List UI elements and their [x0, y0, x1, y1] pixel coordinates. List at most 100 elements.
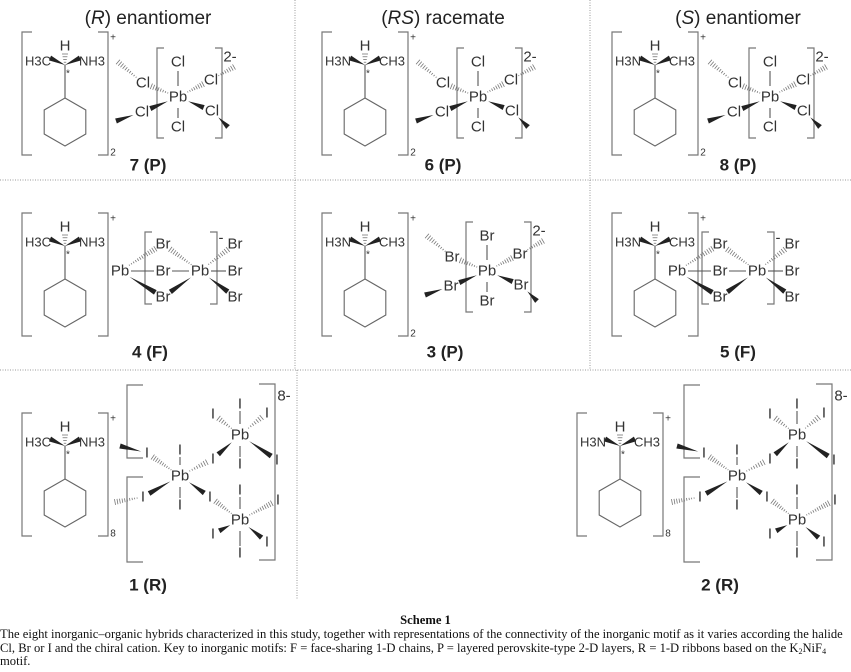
- cation-charge: +: [700, 33, 706, 44]
- wedge-bond: [603, 436, 620, 446]
- hash-bond-mark: [428, 70, 432, 74]
- wedge-bond: [765, 277, 787, 294]
- hash-bond-mark: [501, 81, 505, 87]
- hash-bond-mark: [816, 414, 821, 421]
- hash-bond-mark: [473, 264, 476, 267]
- hash-bond-mark: [722, 465, 725, 469]
- column-header-part: (: [675, 8, 682, 29]
- cation-left-group: H3C: [25, 235, 51, 250]
- hash-bond-mark: [225, 423, 229, 427]
- hash-bond-mark: [249, 514, 251, 516]
- formula-sub-4: 4: [822, 646, 827, 656]
- halide-label: I: [211, 526, 215, 543]
- halide-label: Cl: [135, 104, 149, 121]
- bracket-left: [321, 212, 332, 337]
- hash-bond-mark: [812, 73, 814, 76]
- hash-bond-mark: [693, 258, 697, 262]
- hash-bond-mark: [217, 254, 221, 258]
- hash-bond-mark: [259, 414, 264, 421]
- metal-label: Pb: [748, 263, 766, 280]
- hash-bond-mark: [201, 81, 205, 87]
- compound-label: 4 (F): [132, 343, 168, 362]
- halide-label: I: [795, 456, 799, 473]
- halide-label: I: [141, 489, 145, 506]
- hash-bond-mark: [755, 464, 758, 468]
- halide-label: I: [833, 492, 837, 509]
- halide-label: I: [832, 452, 836, 469]
- hash-bond-mark: [725, 246, 730, 252]
- cation-right-group: NH3: [79, 54, 105, 69]
- formula-nif: NiF: [802, 640, 823, 655]
- hash-bond-mark: [251, 512, 253, 515]
- stereocenter-star: *: [66, 450, 70, 461]
- wedge-bond: [527, 291, 539, 303]
- hash-bond-mark: [415, 59, 421, 65]
- halide-label: Cl: [204, 72, 218, 89]
- column-header-part: S: [681, 8, 694, 29]
- wedge-bond: [119, 443, 142, 452]
- wedge-bond: [365, 55, 382, 65]
- compound-label: 6 (P): [425, 156, 462, 175]
- cation-right-group: NH3: [79, 435, 105, 450]
- hash-bond-mark: [466, 261, 469, 266]
- hash-bond-mark: [132, 261, 135, 264]
- hash-bond-mark: [687, 262, 690, 265]
- wedge-bond: [655, 55, 672, 65]
- hash-bond-mark: [742, 260, 745, 263]
- bracket-right: [816, 383, 833, 561]
- halide-label: I: [208, 489, 212, 506]
- hash-bond-mark: [143, 253, 146, 258]
- hash-bond-mark: [714, 65, 718, 70]
- hash-bond-mark: [211, 259, 214, 263]
- hash-bond-mark: [195, 465, 199, 469]
- hydrogen-label: H: [650, 38, 661, 55]
- compound-label: 7 (P): [130, 156, 167, 175]
- hash-bond-mark: [759, 460, 763, 467]
- hash-bond-mark: [221, 250, 226, 255]
- hash-bond-mark: [808, 512, 810, 515]
- wedge-bond: [65, 436, 82, 446]
- hash-bond-mark: [499, 82, 503, 88]
- hash-bond-mark: [700, 253, 703, 258]
- caption-end: motif.: [0, 653, 31, 668]
- compound-label: 2 (R): [701, 576, 739, 595]
- cyclohexyl-ring: [598, 478, 642, 528]
- hash-bond-mark: [202, 460, 206, 467]
- hash-bond-mark: [124, 67, 128, 71]
- bracket-left: [21, 412, 32, 537]
- halide-label: Cl: [471, 119, 485, 136]
- metal-label: Pb: [668, 263, 686, 280]
- hash-bond-mark: [793, 81, 797, 87]
- hash-bond-mark: [698, 255, 701, 259]
- hash-bond-mark: [189, 470, 191, 472]
- hash-bond-mark: [440, 246, 443, 249]
- wedge-bond: [218, 117, 230, 129]
- hash-bond-mark: [449, 83, 453, 90]
- hash-bond-mark: [741, 83, 745, 90]
- hash-bond-mark: [435, 76, 437, 78]
- hash-bond-mark: [791, 82, 795, 88]
- hash-bond-mark: [707, 454, 712, 460]
- hash-bond-mark: [189, 89, 191, 92]
- halide-label: Cl: [797, 103, 811, 120]
- hash-bond-mark: [770, 258, 774, 261]
- wedge-bond: [189, 482, 206, 496]
- hash-bond-mark: [216, 415, 221, 421]
- cation-left-group: H3N: [580, 435, 606, 450]
- cation-count: 8: [665, 529, 671, 540]
- cation-right-group: CH3: [379, 54, 405, 69]
- hash-bond-mark: [720, 70, 724, 74]
- hash-bond-mark: [725, 467, 727, 470]
- hash-bond-mark: [806, 514, 808, 516]
- wedge-bond: [806, 441, 830, 459]
- hash-bond-mark: [135, 76, 137, 78]
- bracket-left: [21, 31, 32, 156]
- stereocenter-star: *: [621, 450, 625, 461]
- bracket-left: [683, 384, 700, 459]
- halide-label: Br: [713, 263, 728, 280]
- halide-label: I: [238, 482, 242, 499]
- hash-bond-mark: [193, 86, 196, 91]
